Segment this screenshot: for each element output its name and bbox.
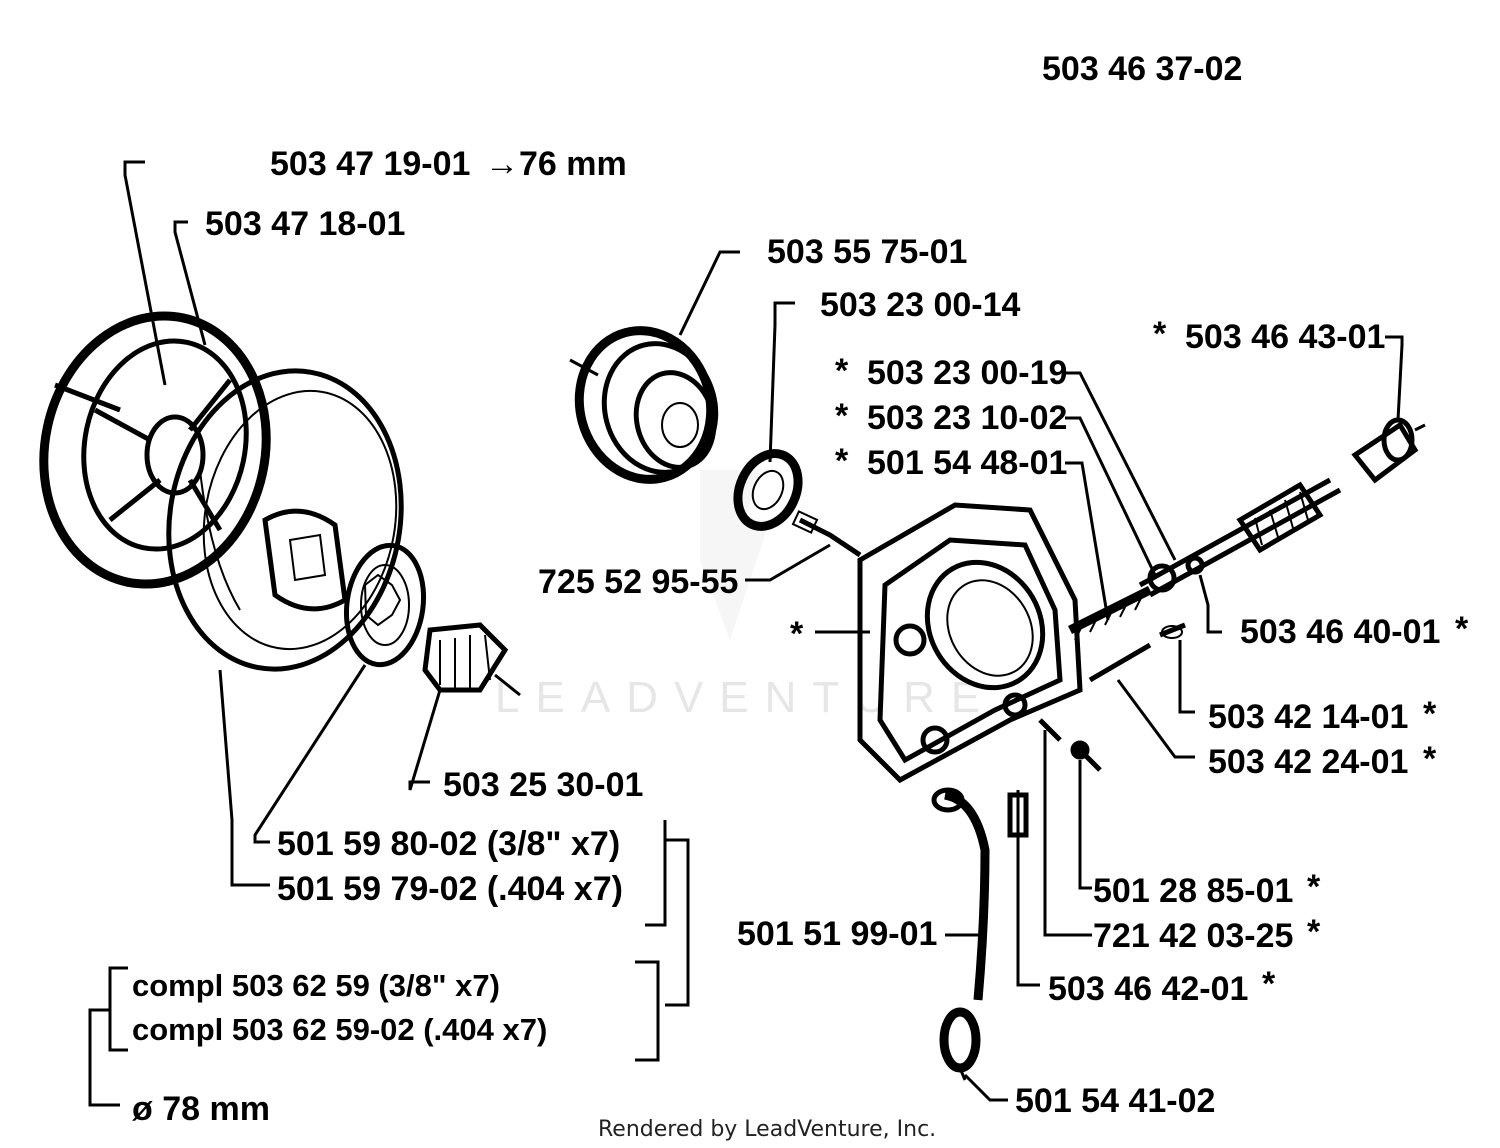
leader-lines <box>88 160 1404 1107</box>
label-501-51-99-01: 501 51 99-01 <box>737 915 937 953</box>
label-503-47-18-01: 503 47 18-01 <box>205 205 405 243</box>
label-503-23-10-02: 503 23 10-02 <box>867 399 1067 437</box>
pump-shaft-drawing <box>1138 417 1426 598</box>
label-501-59-80-02: 501 59 80-02 (3/8" x7) <box>277 825 620 863</box>
label-compl-503-62-59: compl 503 62 59 (3/8" x7) <box>132 968 500 1003</box>
label-725-52-95-55: 725 52 95-55 <box>538 563 738 601</box>
plunger-drawing <box>1088 622 1186 683</box>
label-503-25-30-01: 503 25 30-01 <box>443 766 643 804</box>
oil-hose-drawing <box>931 787 990 1081</box>
label-503-46-42-01: 503 46 42-01 <box>1048 970 1248 1008</box>
label-503-46-40-01: 503 46 40-01 <box>1240 613 1440 651</box>
label-503-42-24-01: 503 42 24-01 <box>1208 743 1408 781</box>
asterisk-housing: * <box>790 615 804 653</box>
washer-drawing <box>733 449 803 531</box>
asterisk-501-54-48-01: * <box>835 442 849 480</box>
label-503-23-00-14: 503 23 00-14 <box>820 286 1020 324</box>
asterisk-503-46-40-01: * <box>1455 610 1469 648</box>
clutch-drum-drawing <box>166 368 404 672</box>
label-503-23-00-19: 503 23 00-19 <box>867 354 1067 392</box>
label-501-54-41-02: 501 54 41-02 <box>1015 1082 1215 1120</box>
pump-housing-drawing <box>857 502 1083 784</box>
assembly-number: 503 46 37-02 <box>1042 50 1242 88</box>
bearing-drawing <box>569 326 719 484</box>
screws-drawing <box>1007 718 1102 840</box>
pin-drawing <box>791 510 862 558</box>
label-501-59-79-02: 501 59 79-02 (.404 x7) <box>277 870 623 908</box>
label-76mm: →76 mm <box>485 145 627 183</box>
clutch-shoe-drawing <box>39 311 271 589</box>
asterisk-501-28-85-01: * <box>1307 868 1321 906</box>
label-501-28-85-01: 501 28 85-01 <box>1093 872 1293 910</box>
asterisk-503-42-14-01: * <box>1423 695 1437 733</box>
label-721-42-03-25: 721 42 03-25 <box>1093 917 1293 955</box>
needle-bearing-drawing <box>422 622 521 697</box>
label-503-55-75-01: 503 55 75-01 <box>767 233 967 271</box>
asterisk-503-46-42-01: * <box>1262 965 1276 1003</box>
asterisk-503-46-43-01: * <box>1153 315 1167 353</box>
label-compl-503-62-59-02: compl 503 62 59-02 (.404 x7) <box>132 1012 547 1047</box>
asterisk-503-23-00-19: * <box>835 352 849 390</box>
footer-credit: Rendered by LeadVenture, Inc. <box>598 1117 936 1142</box>
label-503-46-43-01: 503 46 43-01 <box>1185 318 1385 356</box>
spring-drawing <box>1067 585 1153 641</box>
label-501-54-48-01: 501 54 48-01 <box>867 444 1067 482</box>
asterisk-721-42-03-25: * <box>1307 913 1321 951</box>
rim-sprocket-drawing <box>343 542 427 668</box>
watermark-text: LEADVENTURE <box>495 673 996 722</box>
label-503-42-14-01: 503 42 14-01 <box>1208 698 1408 736</box>
asterisk-503-42-24-01: * <box>1423 740 1437 778</box>
asterisk-503-23-10-02: * <box>835 397 849 435</box>
label-503-47-19-01: 503 47 19-01 <box>270 145 470 183</box>
label-diameter-78mm: ø 78 mm <box>132 1090 270 1128</box>
watermark-logo <box>700 470 770 640</box>
